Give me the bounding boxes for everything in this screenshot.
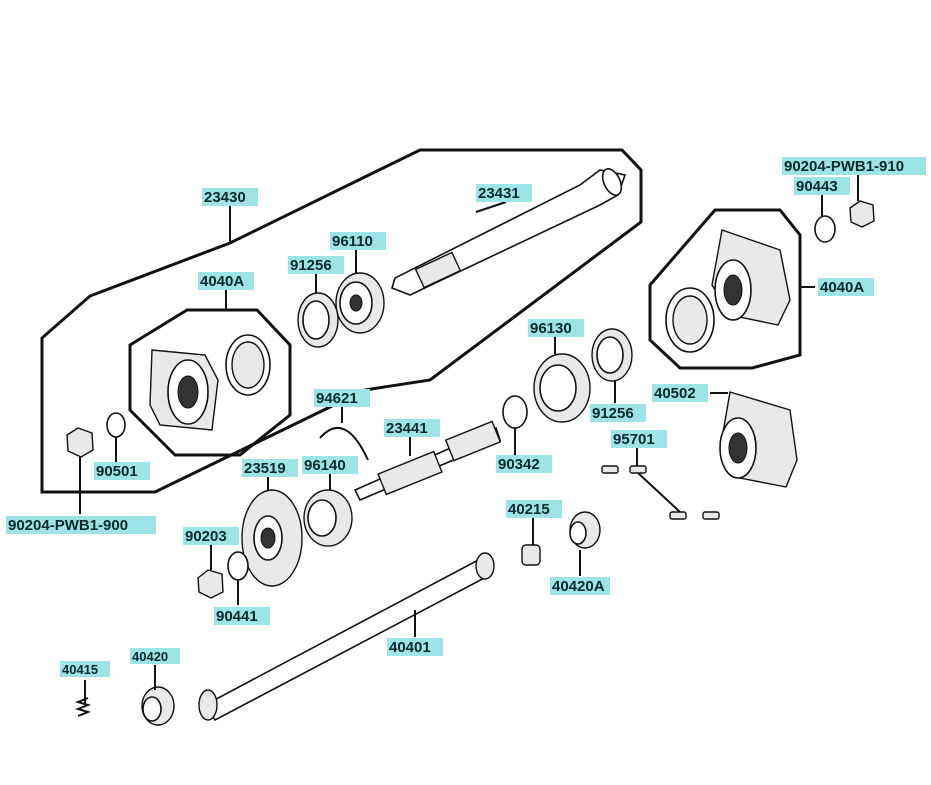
label-4040A-right: 4040A: [818, 278, 874, 296]
svg-text:23430: 23430: [204, 189, 246, 206]
svg-text:40420: 40420: [132, 649, 168, 664]
svg-text:90204-PWB1-910: 90204-PWB1-910: [784, 158, 904, 175]
svg-text:40415: 40415: [62, 662, 98, 677]
bearing-96140: [303, 489, 353, 547]
svg-text:4040A: 4040A: [820, 279, 864, 296]
svg-text:23431: 23431: [478, 185, 520, 202]
label-94621: 94621: [314, 389, 370, 407]
label-23519: 23519: [242, 459, 298, 477]
housing-4040A-left: [149, 334, 271, 431]
svg-text:23441: 23441: [386, 420, 428, 437]
housing-4040A-right: [665, 229, 791, 353]
bushing-40215: [521, 544, 541, 566]
label-23441: 23441: [384, 419, 440, 437]
shaft-23441: [353, 420, 502, 502]
label-96110: 96110: [330, 232, 386, 250]
nut-90204-PWB1-900: [66, 427, 94, 458]
label-91256-lower: 91256: [590, 404, 646, 422]
label-96130: 96130: [528, 319, 584, 337]
label-40420: 40420: [130, 648, 180, 664]
svg-text:91256: 91256: [592, 405, 634, 422]
svg-text:90501: 90501: [96, 463, 138, 480]
label-23430: 23430: [202, 188, 258, 206]
gear-23519: [241, 489, 303, 587]
label-90501: 90501: [94, 462, 150, 480]
housing-40502: [719, 391, 798, 488]
assembly-4040A-left-outline: [128, 308, 292, 457]
label-95701: 95701: [611, 430, 667, 448]
clip-94621: [319, 427, 369, 461]
spring-40415: [74, 697, 92, 717]
assembly-4040A-right-outline: [648, 208, 802, 370]
svg-text:90443: 90443: [796, 178, 838, 195]
washer-90501: [106, 412, 126, 438]
bearing-96130: [533, 353, 591, 423]
label-90203: 90203: [183, 527, 239, 545]
label-90342: 90342: [496, 455, 552, 473]
svg-text:40401: 40401: [389, 639, 431, 656]
bushing-40420: [141, 686, 175, 726]
svg-text:90342: 90342: [498, 456, 540, 473]
label-4040A-left: 4040A: [198, 272, 254, 290]
leader-lines: [79, 175, 859, 706]
svg-text:96110: 96110: [332, 233, 373, 250]
svg-text:96140: 96140: [304, 457, 346, 474]
nut-90204-PWB1-910: [849, 200, 875, 228]
label-40401: 40401: [387, 638, 443, 656]
bearing-96110: [335, 272, 385, 334]
label-90204-PWB1-900: 90204-PWB1-900: [6, 516, 156, 534]
svg-text:40420A: 40420A: [552, 578, 605, 595]
bushing-40420A: [569, 511, 601, 549]
label-40215: 40215: [506, 500, 562, 518]
nut-90203: [197, 569, 224, 599]
label-90441: 90441: [214, 607, 270, 625]
label-40420A: 40420A: [550, 577, 610, 595]
svg-text:40215: 40215: [508, 501, 550, 518]
svg-text:91256: 91256: [290, 257, 332, 274]
svg-text:94621: 94621: [316, 390, 358, 407]
assembly-23430-outline: [40, 148, 643, 494]
svg-text:23519: 23519: [244, 460, 286, 477]
svg-text:95701: 95701: [613, 431, 655, 448]
shaft-23431: [391, 168, 627, 296]
svg-text:40502: 40502: [654, 385, 696, 402]
svg-text:4040A: 4040A: [200, 273, 244, 290]
svg-text:90204-PWB1-900: 90204-PWB1-900: [8, 517, 128, 534]
label-91256-upper: 91256: [288, 256, 344, 274]
svg-text:90203: 90203: [185, 528, 227, 545]
svg-text:90441: 90441: [216, 608, 258, 625]
seal-91256-lower: [591, 328, 633, 382]
label-23431: 23431: [476, 184, 532, 202]
shaft-40401: [198, 552, 495, 722]
svg-text:96130: 96130: [530, 320, 572, 337]
label-40502: 40502: [652, 384, 708, 402]
seal-91256-upper: [297, 292, 339, 348]
label-90443: 90443: [794, 177, 850, 195]
label-40415: 40415: [60, 661, 110, 677]
label-96140: 96140: [302, 456, 358, 474]
washer-90443: [814, 215, 836, 243]
bolts-95701: [601, 465, 720, 520]
washer-90441: [227, 551, 249, 581]
label-90204-PWB1-910: 90204-PWB1-910: [782, 157, 926, 175]
ring-90342: [502, 395, 528, 429]
